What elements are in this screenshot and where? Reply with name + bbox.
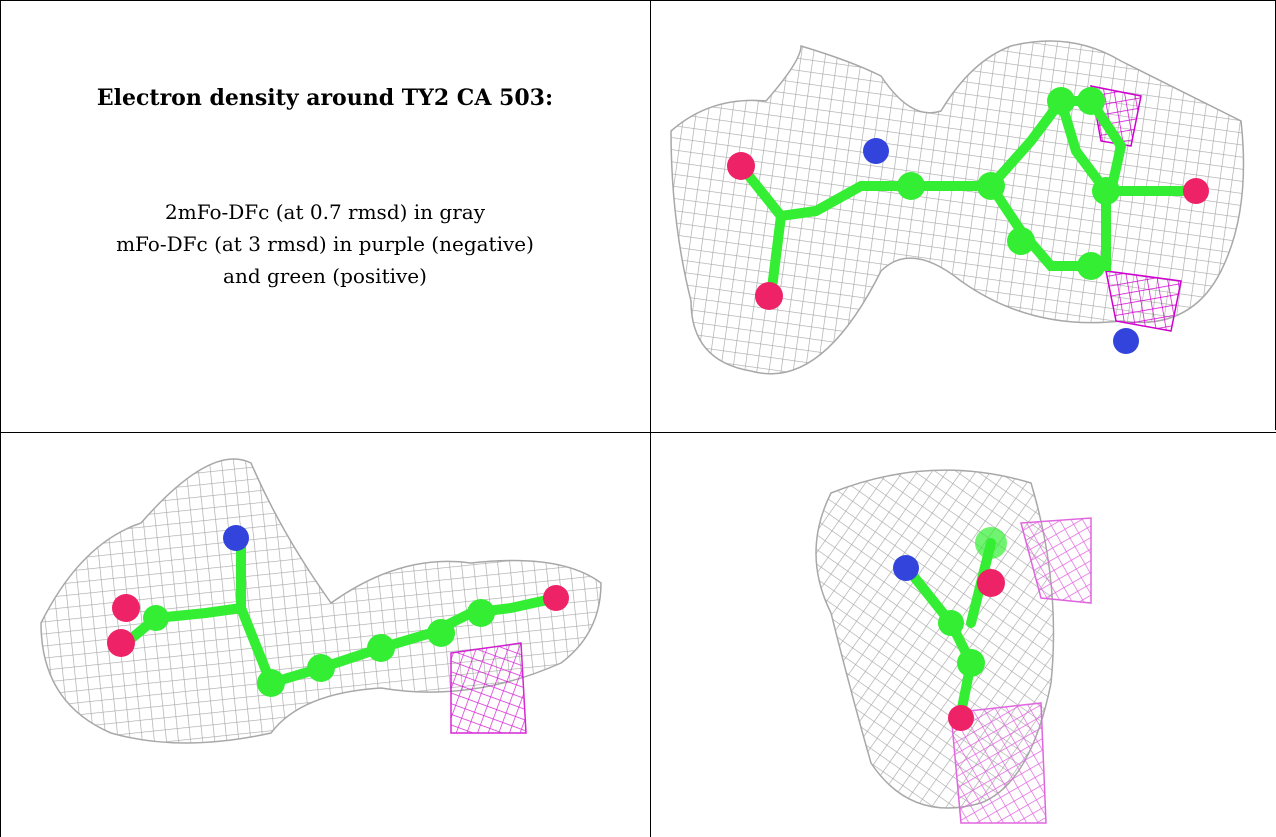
caption-line-1: 2mFo-DFc (at 0.7 rmsd) in gray [165, 200, 485, 224]
view-top-right [651, 1, 1275, 431]
density-map-icon [815, 469, 1092, 824]
caption-line-2: mFo-DFc (at 3 rmsd) in purple (negative) [116, 232, 534, 256]
density-map-icon [40, 458, 602, 744]
view-bottom-right [651, 433, 1275, 837]
view-bottom-left [1, 433, 650, 837]
top-border [0, 0, 1276, 1]
density-map-icon [670, 40, 1245, 375]
left-border [0, 0, 1, 837]
center-divider [650, 0, 651, 837]
caption-cell: Electron density around TY2 CA 503: 2mFo… [0, 0, 650, 430]
caption-line-3: and green (positive) [223, 264, 427, 288]
caption-title: Electron density around TY2 CA 503: [96, 85, 554, 111]
middle-divider [0, 432, 1276, 433]
